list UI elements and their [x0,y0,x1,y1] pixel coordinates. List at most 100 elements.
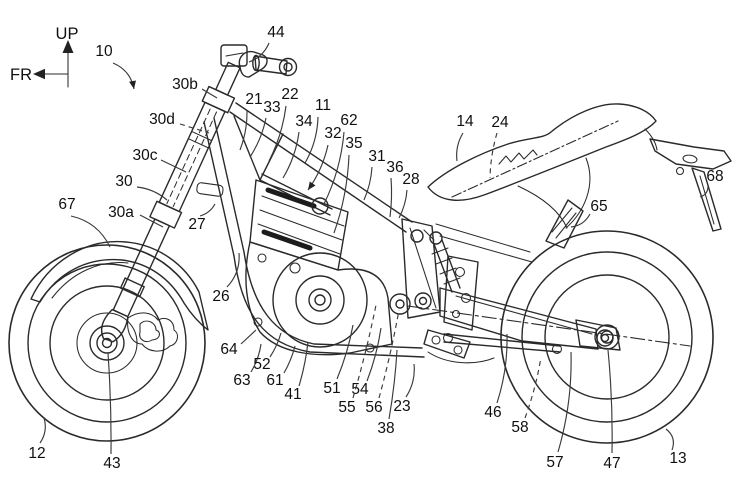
leader-line-62 [323,131,345,205]
ref-label-30b: 30b [172,76,198,93]
ref-label-51: 51 [323,380,340,397]
hidden-rail-24 [451,120,619,198]
leader-line-36 [389,177,393,218]
ref-label-30d: 30d [149,111,175,128]
rear-suspension-linkage [423,231,495,364]
front-brake-caliper [127,312,179,352]
rear-wheel [500,230,714,444]
cradle-lower [233,255,425,358]
front-fender [30,240,209,331]
ref-label-36: 36 [386,159,403,176]
ref-label-47: 47 [603,455,620,472]
ref-label-12: 12 [28,445,45,462]
ref-label-30a: 30a [108,204,134,221]
chain-line [407,305,691,347]
leader-line-33 [249,117,267,158]
leader-arrowhead-10 [129,80,136,89]
leader-line-64 [240,329,257,345]
leader-line-44 [248,42,270,63]
ref-label-26: 26 [212,288,229,305]
ref-label-38: 38 [377,420,394,437]
crankcase [245,241,393,356]
ref-label-23: 23 [393,398,410,415]
ref-label-63: 63 [233,372,250,389]
steering-stem [215,61,241,96]
switch-housing [220,44,248,67]
engine [245,179,411,356]
ref-label-58: 58 [511,419,528,436]
leader-line-38 [388,349,398,420]
ref-label-21: 21 [245,91,262,108]
axis-up-label: UP [56,25,79,43]
horn-stub [196,182,224,197]
leader-line-22 [268,105,287,162]
clutch-cover [272,252,368,348]
leader-line-56 [378,309,400,399]
ref-label-31: 31 [368,148,385,165]
ref-label-46: 46 [484,404,501,421]
leader-line-54 [366,327,382,382]
ref-label-32: 32 [324,125,341,142]
ref-label-10: 10 [95,43,113,60]
shock [433,243,453,293]
ref-label-30c: 30c [133,147,158,164]
ref-label-54: 54 [351,381,369,398]
ref-label-30: 30 [115,173,133,190]
front-sprocket [389,293,411,315]
front-wheel [8,244,206,442]
leader-line-11 [304,116,319,164]
leader-line-34 [282,131,300,179]
leader-line-28 [398,189,408,219]
leader-line-55 [352,304,377,399]
leader-line-21 [239,109,248,151]
ref-label-65: 65 [590,198,607,215]
fork-lower-tube [112,218,171,318]
leader-line-43 [107,352,112,455]
leader-line-47 [607,349,613,454]
ref-label-62: 62 [340,112,357,129]
leader-line-13 [665,428,674,451]
ref-label-57: 57 [546,454,563,471]
main-frame [196,102,533,358]
swingarm [407,287,691,355]
ref-label-27: 27 [188,216,205,233]
leader-line-10 [112,62,135,90]
axis-front-label: FR [10,66,32,84]
leader-line-23 [405,363,415,398]
leader-line-57 [557,351,572,453]
ref-label-11: 11 [315,97,331,114]
leader-line-51 [336,324,354,380]
leader-line-65 [570,213,591,228]
ref-label-24: 24 [491,114,509,131]
linkage-plate [423,329,471,359]
ref-label-52: 52 [253,356,270,373]
leader-line-58 [524,356,542,419]
leader-line-30c [160,159,187,173]
leader-line-30 [136,186,168,201]
brake-pedal [427,351,495,364]
ref-label-61: 61 [266,372,283,389]
ref-label-28: 28 [402,171,419,188]
seat [427,103,657,201]
ref-label-35: 35 [345,135,362,152]
leader-line-52 [269,332,282,358]
leader-arrowhead-32 [308,181,316,190]
leader-line-30b [201,88,218,99]
seat-stitch [498,149,538,165]
leader-line-68 [699,185,709,198]
leader-line-41 [298,341,309,387]
ref-label-56: 56 [365,399,382,416]
ref-label-64: 64 [220,341,238,358]
mudflap [691,167,722,232]
ref-label-34: 34 [295,113,313,130]
downtube-front [203,121,235,257]
leader-line-31 [363,166,373,201]
side-panel [517,185,568,229]
ref-label-44: 44 [267,24,285,41]
leader-line-26 [226,252,240,288]
ref-label-14: 14 [456,113,474,130]
main-spar-lower [229,111,407,233]
orientation-axes: UP FR [10,25,79,88]
